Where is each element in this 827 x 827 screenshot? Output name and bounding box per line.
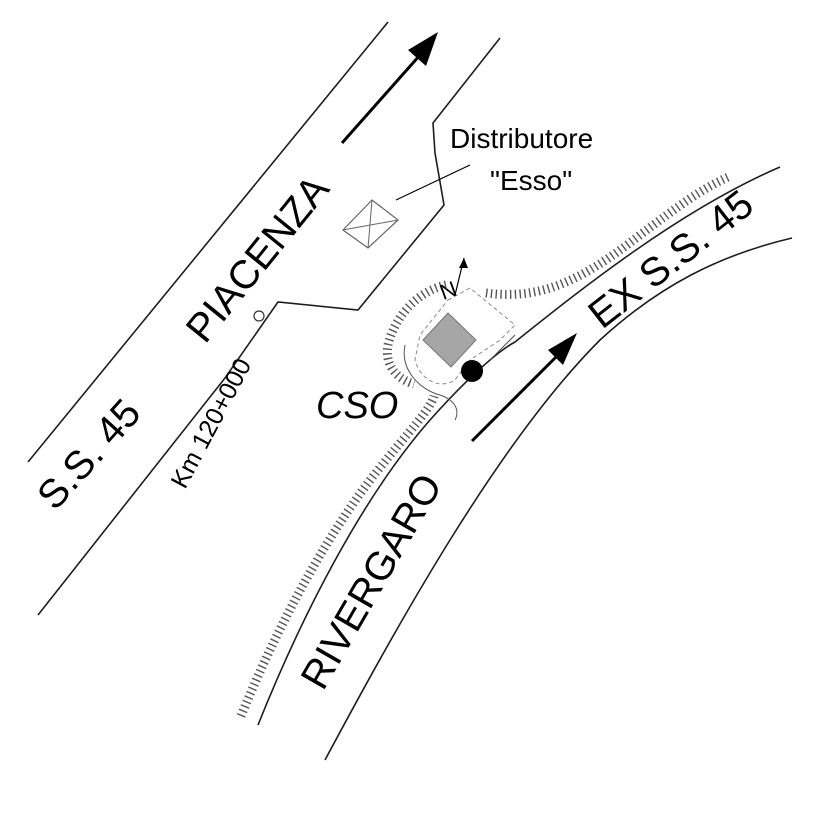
- cso-access-road: [403, 344, 458, 421]
- km-post-icon: [253, 310, 265, 322]
- arrow-to-rivergaro: [470, 333, 577, 443]
- distributore-leader-line: [395, 164, 471, 201]
- ss45-road-edge-lower: [37, 37, 501, 616]
- ex-ss45-label: EX S.S. 45: [580, 182, 761, 337]
- cso-label: CSO: [316, 385, 398, 427]
- piacenza-label: PIACENZA: [178, 167, 338, 350]
- north-label: N: [436, 276, 459, 305]
- gas-station-icon: [342, 199, 399, 249]
- ss45-road-edge-upper: [27, 21, 389, 463]
- ss45-label: S.S. 45: [29, 391, 149, 518]
- north-arrow-icon: [454, 257, 468, 296]
- embankment-cso-loop: [382, 280, 448, 389]
- distributore-label-line1: Distributore: [450, 123, 593, 154]
- ex-ss45-road-edge-outer: [324, 237, 793, 761]
- rivergaro-label: RIVERGARO: [293, 467, 451, 697]
- distributore-label-line2: "Esso": [490, 165, 572, 196]
- building-icon: [422, 312, 477, 368]
- km-marker-label: Km 120+000: [166, 354, 258, 493]
- arrow-to-piacenza: [340, 32, 438, 144]
- cso-driveway: [489, 334, 516, 361]
- site-dot-icon: [461, 360, 483, 382]
- cso-fence: [414, 287, 516, 385]
